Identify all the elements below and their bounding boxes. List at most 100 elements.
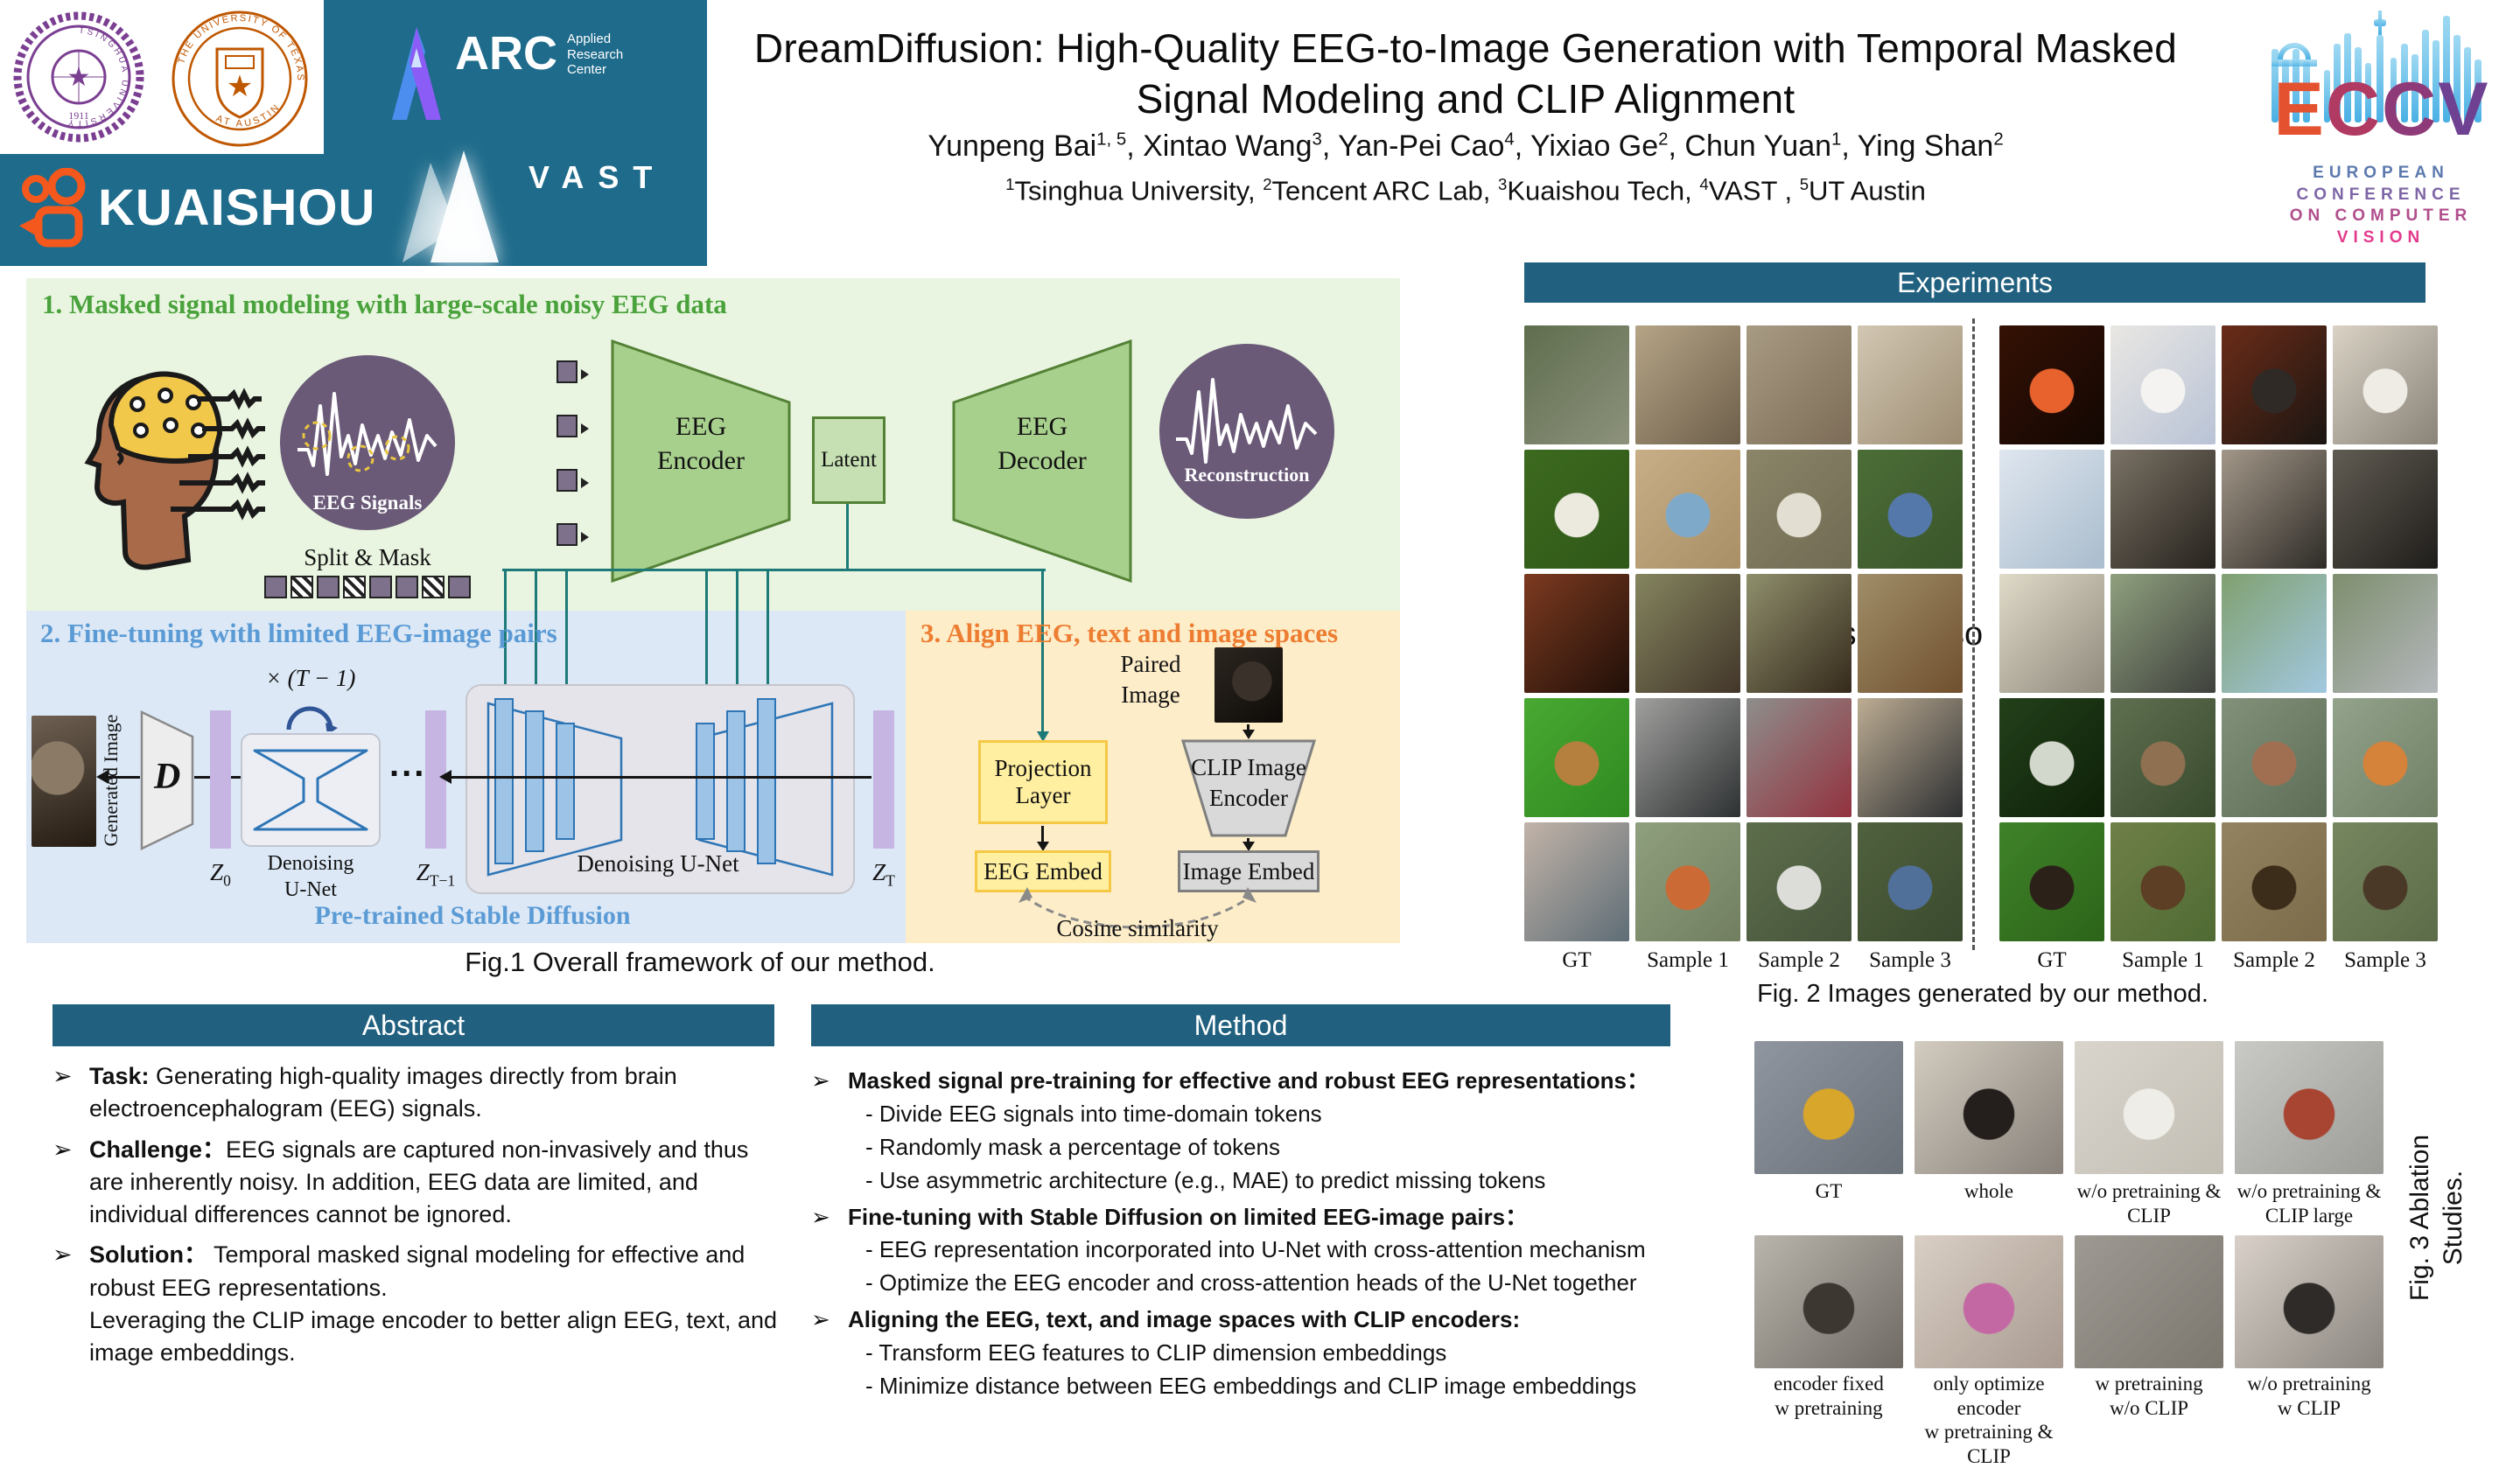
denoising-unet-small-box <box>241 733 381 847</box>
fig2-image-mountains and tents-sample3 <box>1858 822 1963 941</box>
fig2-image-golf balls-sample2 <box>1746 450 1852 569</box>
cross-attention-line <box>565 570 568 723</box>
eccv-line: VISION <box>2336 228 2426 248</box>
fig2-image-butterflies-sample1 <box>2110 698 2216 817</box>
fig2-image-mugs-sample1 <box>2110 325 2216 444</box>
iteration-label: × (T − 1) <box>265 665 356 691</box>
fig2-column-label: Sample 1 <box>2122 948 2204 972</box>
fig2-image-mugs-gt <box>1999 325 2104 444</box>
eccv-letter: C <box>2325 67 2382 151</box>
vast-wordmark: VAST <box>528 159 667 195</box>
fig1-caption: Fig.1 Overall framework of our method. <box>465 947 935 977</box>
fig2-image-horses-sample2 <box>1746 574 1852 693</box>
bullet-icon: ➢ <box>52 1241 73 1269</box>
fig2-image-cats-sample1 <box>1635 325 1740 444</box>
method-subitem: - Divide EEG signals into time-domain to… <box>865 1100 1322 1127</box>
fig2-image-cats-sample3 <box>1858 325 1963 444</box>
fig3-image-r1c1 <box>1754 1041 1903 1174</box>
arc-mark-icon <box>392 27 441 120</box>
eccv-skyline-icon <box>2272 10 2482 122</box>
loop-arrow-icon <box>286 706 338 731</box>
cosine-similarity-arc <box>1018 887 1256 929</box>
arc-wordmark: ARC <box>455 27 557 80</box>
fig2-image-computers-sample2 <box>2222 450 2327 569</box>
cross-attention-line <box>535 570 537 710</box>
fig2-column-label: Sample 3 <box>1869 948 1951 972</box>
cross-attention-line <box>1041 570 1044 731</box>
kuaishou-wordmark: KUAISHOU <box>98 179 376 236</box>
fig3-caption: Fig. 3 Ablation Studies. <box>2405 1134 2468 1302</box>
fig2-image-dogs-sample1 <box>2110 822 2216 941</box>
unet-feature-bar <box>757 698 776 864</box>
denoising-unet-small-shape <box>253 749 368 831</box>
method-subitem: - Optimize the EEG encoder and cross-att… <box>865 1269 1637 1297</box>
fig3-label: GT <box>1815 1180 1843 1202</box>
fig2-image-computers-gt <box>1999 450 2104 569</box>
experiments-header: Experiments <box>1524 262 2426 303</box>
section3-title: 3. Align EEG, text and image spaces <box>920 618 1339 648</box>
fig3-label: whole <box>1964 1180 2014 1202</box>
method-header: Method <box>811 1004 1670 1046</box>
clip-encoder-shape <box>1181 739 1316 837</box>
fig2-image-horses-gt <box>1524 574 1629 693</box>
fig2-image-mountains and tents-sample1 <box>1635 822 1740 941</box>
fig2-image-chairs-sample1 <box>1635 698 1740 817</box>
eccv-line: EUROPEAN <box>2313 164 2449 182</box>
eeg-decoder-shape <box>952 339 1132 583</box>
section1-title: 1. Masked signal modeling with large-sca… <box>42 289 727 319</box>
unet-feature-bar <box>556 723 575 840</box>
eccv-letter: V <box>2438 67 2490 151</box>
fig2-image-chairs-sample3 <box>1858 698 1963 817</box>
token <box>264 576 287 598</box>
zt-1-label: ZT−1 <box>416 859 456 890</box>
abstract-item: ➢Challenge：EEG signals are captured non-… <box>52 1134 777 1232</box>
method-subitem: - Minimize distance between EEG embeddin… <box>865 1372 1637 1399</box>
fig3-image-r2c2 <box>1914 1235 2063 1368</box>
eccv-line: ON COMPUTER <box>2289 206 2473 226</box>
reconstruction-circle <box>1159 344 1334 519</box>
fig3-image-r1c4 <box>2235 1041 2384 1174</box>
method-subitem: - Transform EEG features to CLIP dimensi… <box>865 1339 1447 1366</box>
image-embed-label: Image Embed <box>1182 857 1315 884</box>
cosine-similarity-label: Cosine similarity <box>1056 915 1219 941</box>
fig3-label: w/o pretraining &CLIP large <box>2236 1180 2382 1227</box>
encoder-input-token <box>556 469 589 492</box>
zt-bar <box>873 710 894 849</box>
latent-box: Latent <box>812 416 886 504</box>
encoder-input-token <box>556 523 589 546</box>
method-subitem: - EEG representation incorporated into U… <box>865 1236 1646 1263</box>
masked-token <box>422 576 444 598</box>
fig2-image-dogs-gt <box>1999 822 2104 941</box>
cross-attention-line <box>504 570 507 698</box>
fig2-image-butterflies-sample3 <box>2333 698 2438 817</box>
eccv-letter: C <box>2382 67 2439 151</box>
diffusion-arrowhead <box>439 770 452 784</box>
ut-star-icon: ★ <box>227 70 253 103</box>
method-item: ➢Fine-tuning with Stable Diffusion on li… <box>811 1202 1673 1234</box>
fig2-image-cats-gt <box>1524 325 1629 444</box>
image-embed-box: Image Embed <box>1178 850 1320 892</box>
fig2-image-butterflies-sample2 <box>2222 698 2327 817</box>
encoder-input-token <box>556 415 589 437</box>
fig3-label: w/o pretraining &CLIP <box>2076 1180 2222 1227</box>
z0-bar <box>210 710 231 849</box>
eeg-signals-circle <box>280 355 455 530</box>
fig2-image-cars-sample1 <box>2110 574 2216 693</box>
method-item: ➢Masked signal pre-training for effectiv… <box>811 1066 1673 1097</box>
svg-text:1911: 1911 <box>68 109 89 122</box>
fig2-image-computers-sample1 <box>2110 450 2216 569</box>
fig2-image-cars-gt <box>1999 574 2104 693</box>
eeg-embed-box: EEG Embed <box>975 850 1111 892</box>
fig2-image-dogs-sample3 <box>2333 822 2438 941</box>
ellipsis: ... <box>389 745 427 784</box>
